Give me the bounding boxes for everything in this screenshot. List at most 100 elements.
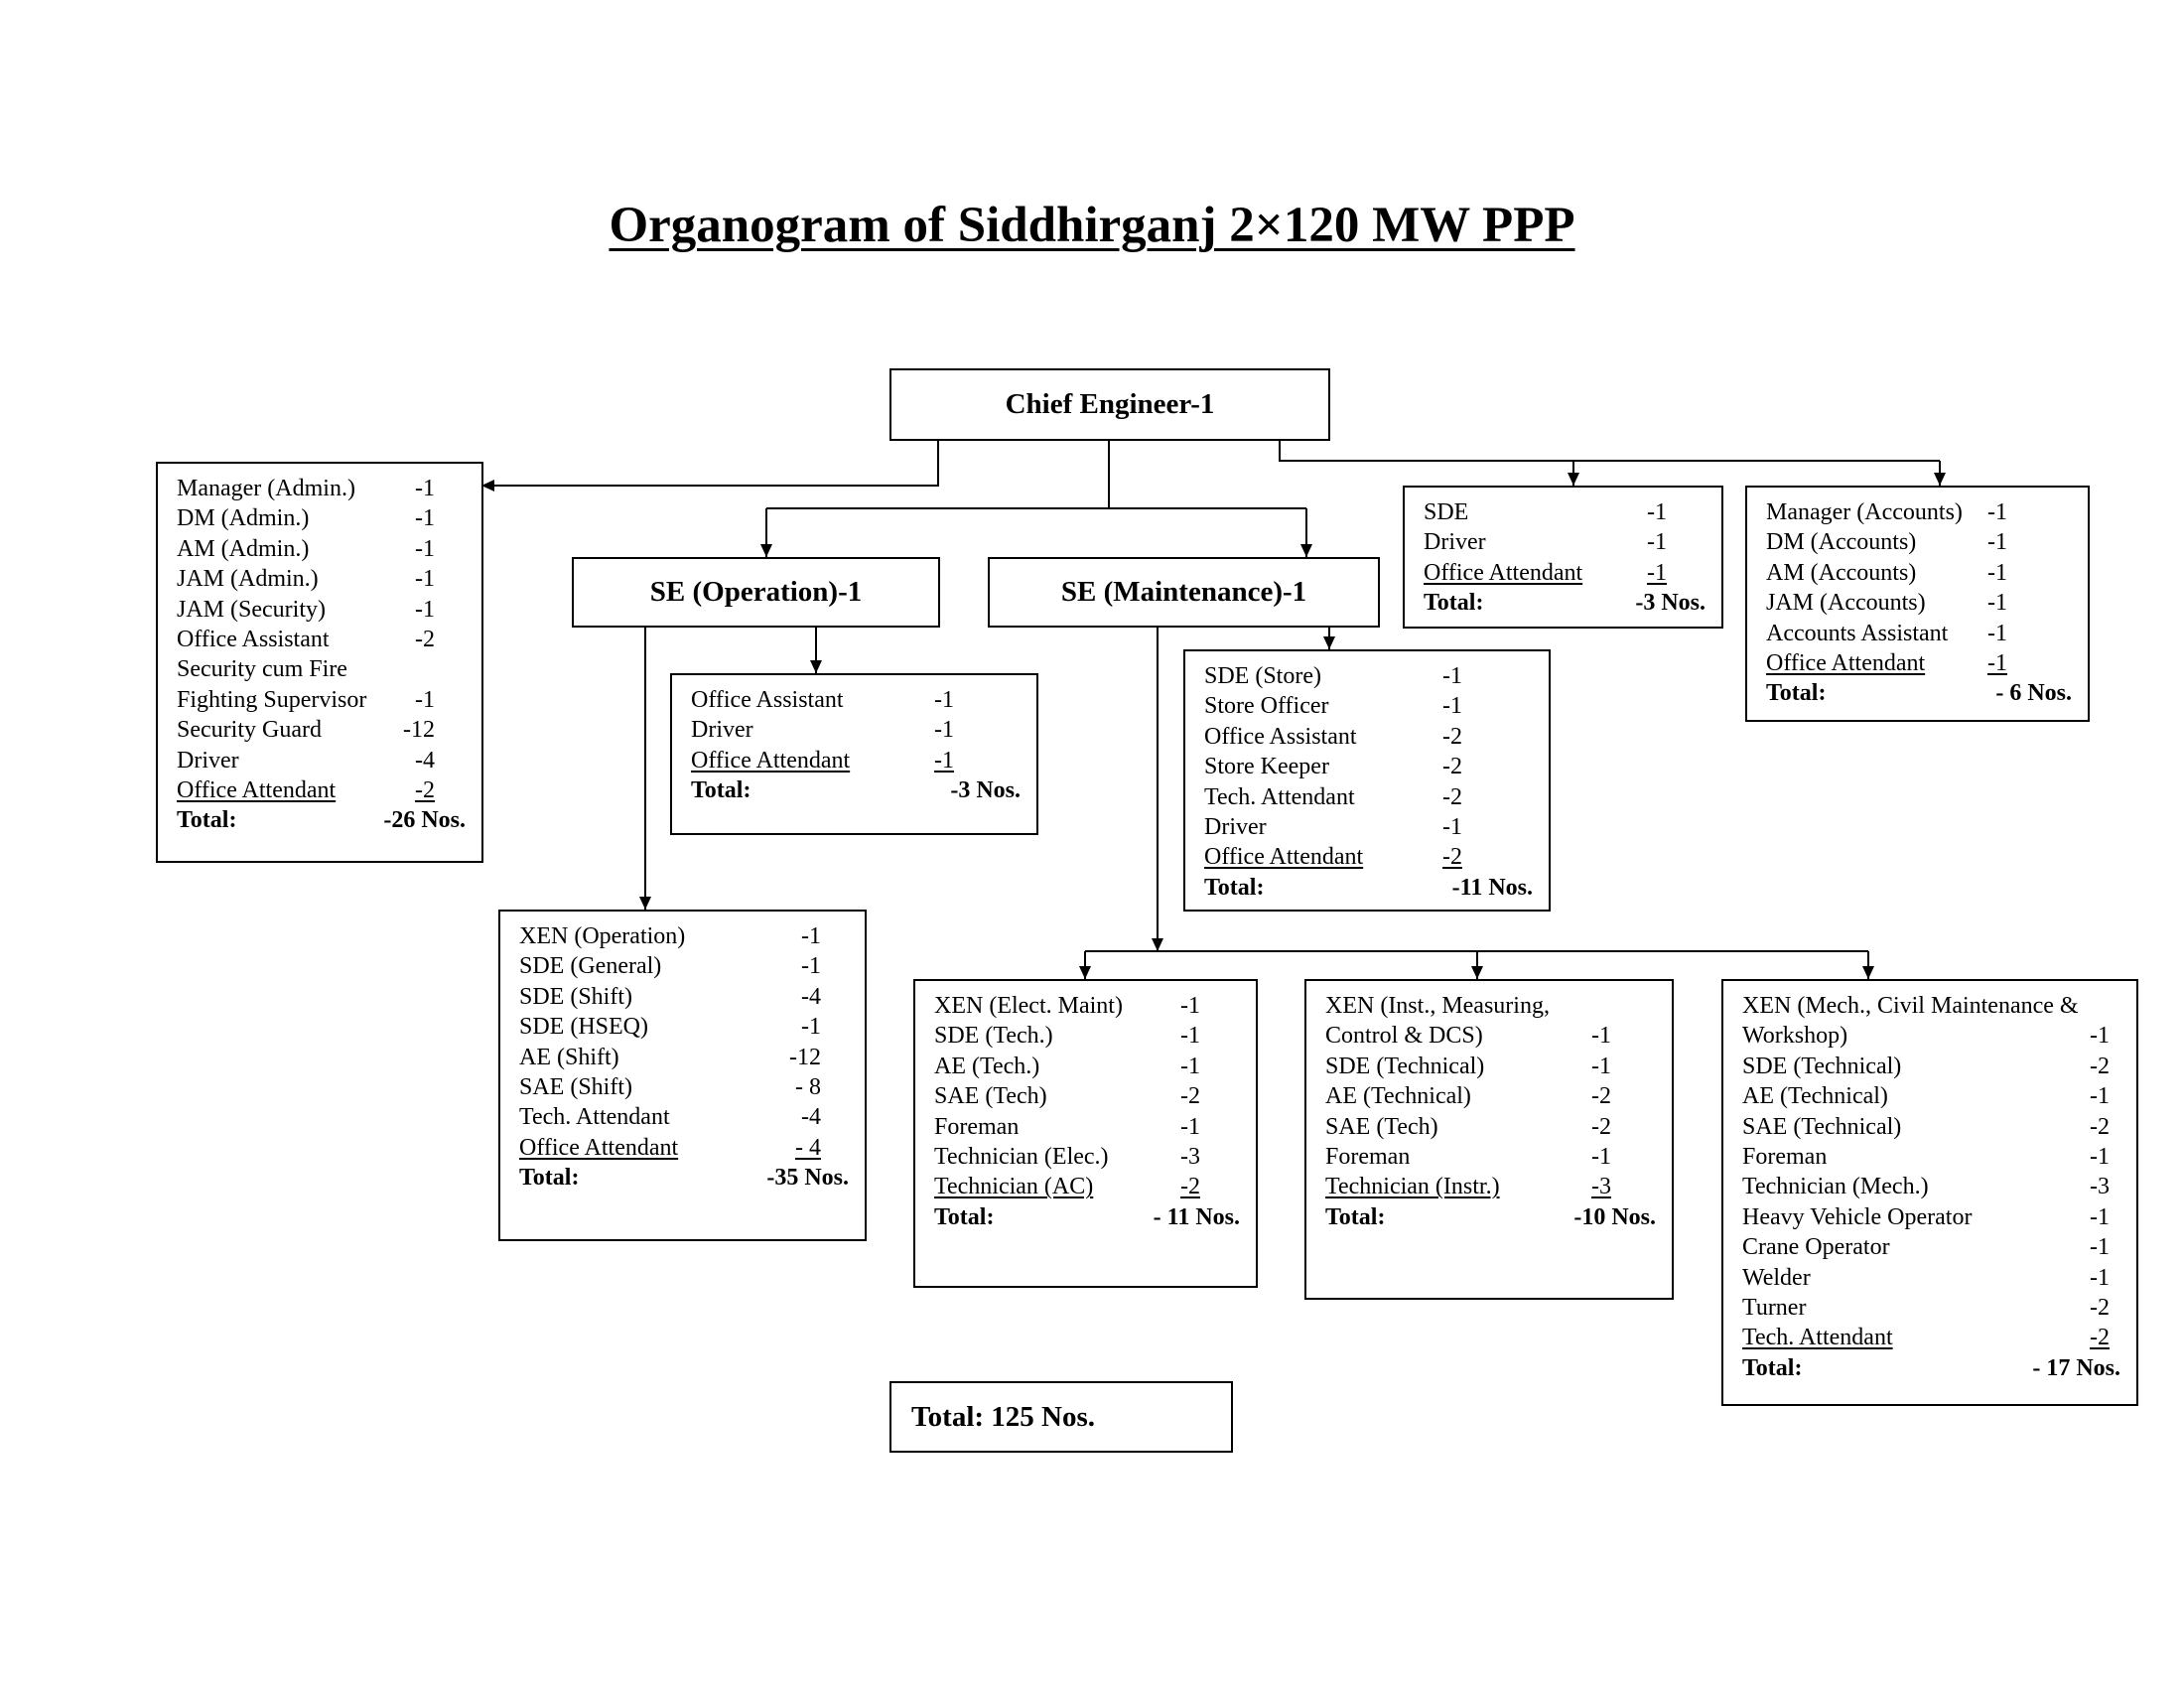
position-name: SAE (Technical)	[1742, 1113, 1902, 1140]
staff-row: SDE (General)-1	[519, 951, 821, 981]
position-count: -1	[1442, 693, 1462, 720]
total-row: Total:-11 Nos.	[1204, 873, 1533, 903]
staff-row: Office Attendant- 4	[519, 1133, 821, 1163]
position-count: -1	[415, 505, 435, 532]
position-count: -2	[1180, 1083, 1200, 1110]
position-count: -2	[1591, 1083, 1611, 1110]
staff-row: SAE (Tech)-2	[934, 1081, 1200, 1111]
position-count: -1	[1987, 559, 2007, 586]
staff-row: JAM (Accounts)-1	[1766, 588, 2007, 618]
staff-row: SAE (Shift)- 8	[519, 1072, 821, 1102]
position-name: SDE (General)	[519, 953, 662, 980]
staff-row: Turner-2	[1742, 1293, 2110, 1323]
position-count: -35 Nos.	[766, 1165, 849, 1192]
position-name: SAE (Shift)	[519, 1074, 632, 1101]
position-count: -3 Nos.	[1635, 590, 1706, 617]
position-name: Workshop)	[1742, 1023, 1848, 1050]
position-name: SDE (Tech.)	[934, 1023, 1053, 1050]
position-count: -1	[1647, 559, 1667, 586]
position-count: -1	[2090, 1203, 2110, 1230]
position-name: Office Assistant	[691, 687, 844, 713]
position-count: -2	[415, 627, 435, 653]
position-name: SAE (Tech)	[1325, 1113, 1438, 1140]
staff-row: DM (Accounts)-1	[1766, 527, 2007, 557]
position-count: -2	[1591, 1113, 1611, 1140]
staff-row: SAE (Technical)-2	[1742, 1112, 2110, 1142]
position-name: Turner	[1742, 1295, 1807, 1322]
position-count: -1	[1591, 1053, 1611, 1079]
position-count: -1	[415, 686, 435, 713]
staff-row: JAM (Security)-1	[177, 595, 435, 625]
position-name: Driver	[1424, 529, 1486, 556]
position-count: -3 Nos.	[950, 777, 1021, 804]
position-count: -4	[415, 747, 435, 774]
total-row: Total:- 6 Nos.	[1766, 678, 2072, 708]
staff-row: Tech. Attendant-2	[1742, 1323, 2110, 1352]
staff-row: AE (Technical)-1	[1742, 1081, 2110, 1111]
staff-row: Fighting Supervisor -1	[177, 685, 435, 715]
position-count: -10 Nos.	[1573, 1203, 1656, 1230]
position-name: SDE	[1424, 499, 1469, 525]
staff-row: DM (Admin.)-1	[177, 503, 435, 533]
position-name: XEN (Mech., Civil Maintenance &	[1742, 993, 2079, 1019]
position-count: -1	[801, 923, 821, 949]
position-count: -1	[1591, 1023, 1611, 1050]
position-count: -2	[415, 777, 435, 804]
position-name: AE (Technical)	[1742, 1083, 1888, 1110]
position-count: -1	[415, 476, 435, 501]
staff-row: SDE (Technical)-2	[1742, 1052, 2110, 1081]
position-count: -1	[415, 596, 435, 623]
position-name: AM (Accounts)	[1766, 559, 1917, 586]
position-name: Office Attendant	[691, 747, 851, 774]
position-name: SDE (Store)	[1204, 663, 1321, 689]
staff-row: SDE (Store)-1	[1204, 661, 1462, 691]
position-count: -1	[2090, 1234, 2110, 1261]
position-name: XEN (Elect. Maint)	[934, 993, 1123, 1019]
position-count: -12	[403, 717, 435, 744]
position-count: -11 Nos.	[1451, 874, 1533, 901]
position-name: Total:	[1766, 680, 1827, 707]
position-name: DM (Accounts)	[1766, 529, 1917, 556]
position-name: Driver	[691, 717, 753, 744]
position-name: Office Attendant	[1766, 650, 1926, 677]
staff-row: Office Attendant-2	[1204, 842, 1462, 872]
staff-row: SAE (Tech) -2	[1325, 1112, 1611, 1142]
position-name: Tech. Attendant	[1204, 783, 1355, 810]
staff-row: Foreman-1	[1742, 1142, 2110, 1172]
xen-mech-box: XEN (Mech., Civil Maintenance & Workshop)…	[1721, 979, 2138, 1406]
staff-row: AE (Tech.)-1	[934, 1052, 1200, 1081]
position-name: Technician (AC)	[934, 1174, 1094, 1200]
position-name: Store Keeper	[1204, 754, 1329, 780]
total-row: Total:- 11 Nos.	[934, 1202, 1240, 1232]
position-count: -1	[1591, 1144, 1611, 1171]
position-name: AE (Shift)	[519, 1044, 619, 1070]
staff-row: SDE (HSEQ)-1	[519, 1012, 821, 1042]
staff-row: Driver-1	[691, 715, 954, 745]
position-name: Total:	[519, 1165, 580, 1192]
position-count: -2	[1442, 723, 1462, 750]
staff-row: SDE-1	[1424, 497, 1667, 527]
se-operation-label: SE (Operation)-1	[649, 576, 863, 608]
staff-row: Technician (Elec.)-3	[934, 1142, 1200, 1172]
position-count: -1	[1987, 650, 2007, 677]
position-name: XEN (Inst., Measuring,	[1325, 993, 1550, 1019]
staff-row: AM (Accounts) -1	[1766, 558, 2007, 588]
position-name: Welder	[1742, 1264, 1811, 1291]
staff-row: Heavy Vehicle Operator-1	[1742, 1202, 2110, 1232]
connector-ce-admin	[481, 440, 939, 492]
position-name: AE (Tech.)	[934, 1053, 1040, 1079]
chief-engineer-box: Chief Engineer-1	[889, 368, 1330, 441]
position-count: -2	[1442, 754, 1462, 780]
position-name: Fighting Supervisor	[177, 686, 367, 713]
staff-row: XEN (Elect. Maint)-1	[934, 991, 1200, 1021]
position-count: -4	[801, 983, 821, 1010]
position-name: Total:	[691, 777, 751, 804]
position-name: Office Attendant	[1204, 844, 1364, 871]
staff-row: Manager (Admin.)-1	[177, 474, 435, 503]
position-count: - 17 Nos.	[2032, 1354, 2120, 1381]
staff-row: SDE (Shift)-4	[519, 982, 821, 1012]
